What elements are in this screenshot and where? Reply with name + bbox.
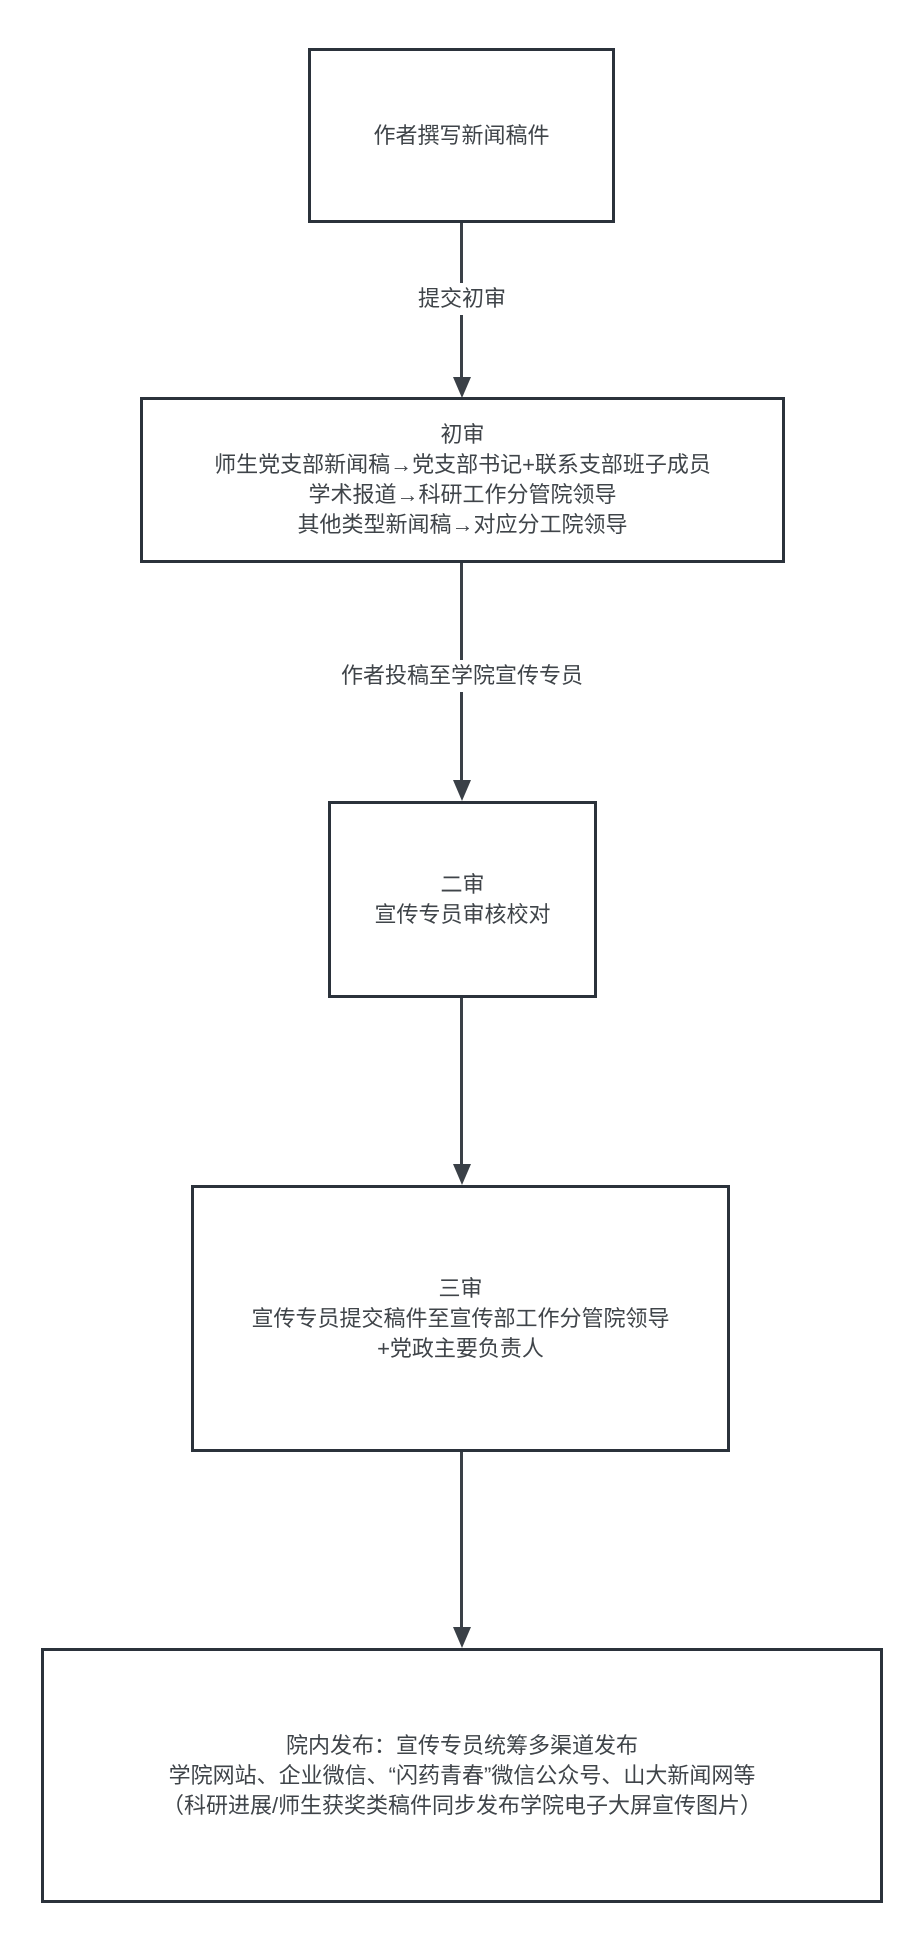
- flow-node-second-review: 二审 宣传专员审核校对: [328, 801, 597, 998]
- node-line: 院内发布：宣传专员统筹多渠道发布: [285, 1732, 638, 1758]
- node-text: 二审 宣传专员审核校对: [331, 870, 594, 930]
- node-line: 三审: [438, 1275, 483, 1301]
- arrowhead-down-icon: [453, 780, 471, 801]
- node-text: 初审 师生党支部新闻稿→党支部书记+联系支部班子成员 学术报道→科研工作分管院领…: [143, 420, 782, 540]
- node-text: 三审 宣传专员提交稿件至宣传部工作分管院领导 +党政主要负责人: [194, 1274, 727, 1364]
- node-line: 初审: [440, 422, 485, 447]
- connector-second-to-third-review: [460, 998, 463, 1165]
- arrowhead-down-icon: [453, 377, 471, 398]
- node-text: 作者撰写新闻稿件: [311, 121, 612, 151]
- node-line: +党政主要负责人: [377, 1335, 544, 1361]
- arrowhead-down-icon: [453, 1164, 471, 1185]
- node-line: 其他类型新闻稿→对应分工院领导: [297, 512, 628, 537]
- node-line: 宣传专员审核校对: [374, 901, 551, 927]
- node-line: 师生党支部新闻稿→党支部书记+联系支部班子成员: [214, 452, 711, 477]
- flow-node-third-review: 三审 宣传专员提交稿件至宣传部工作分管院领导 +党政主要负责人: [191, 1185, 730, 1452]
- node-text: 院内发布：宣传专员统筹多渠道发布 学院网站、企业微信、“闪药青春”微信公众号、山…: [44, 1731, 880, 1821]
- edge-label-submit-first-review: 提交初审: [411, 283, 513, 315]
- arrowhead-down-icon: [453, 1627, 471, 1648]
- connector-third-review-to-publish: [460, 1452, 463, 1628]
- node-line: 学术报道→科研工作分管院领导: [308, 482, 617, 507]
- node-line: 学院网站、企业微信、“闪药青春”微信公众号、山大新闻网等: [168, 1762, 756, 1788]
- node-line: 作者撰写新闻稿件: [373, 122, 550, 148]
- flow-node-publish: 院内发布：宣传专员统筹多渠道发布 学院网站、企业微信、“闪药青春”微信公众号、山…: [41, 1648, 883, 1903]
- flow-node-first-review: 初审 师生党支部新闻稿→党支部书记+联系支部班子成员 学术报道→科研工作分管院领…: [140, 397, 785, 563]
- node-line: 宣传专员提交稿件至宣传部工作分管院领导: [251, 1305, 670, 1331]
- flow-node-author-write: 作者撰写新闻稿件: [308, 48, 615, 223]
- edge-label-submit-to-publicity-officer: 作者投稿至学院宣传专员: [334, 660, 590, 692]
- node-line: 二审: [440, 871, 485, 897]
- node-line: （科研进展/师生获奖类稿件同步发布学院电子大屏宣传图片）: [161, 1792, 763, 1818]
